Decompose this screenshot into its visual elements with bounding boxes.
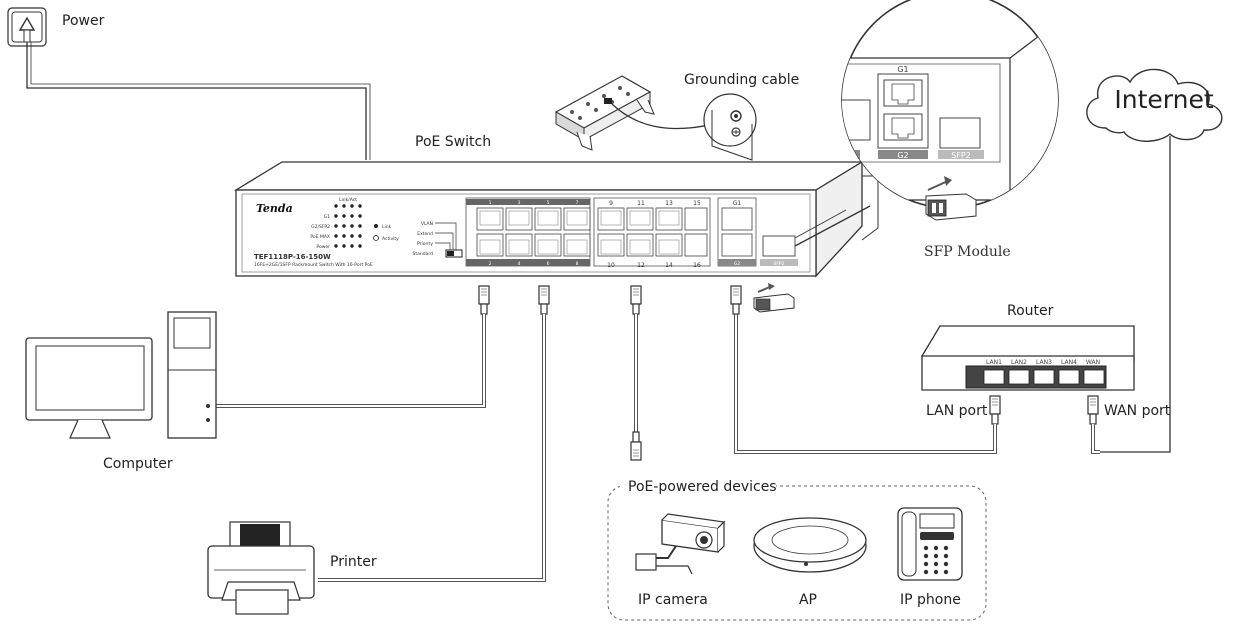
ap-label: AP [799, 592, 817, 608]
zoom-sfp2-label: SFP2 [951, 151, 971, 160]
mode-standard: Standard [413, 251, 434, 257]
svg-text:LAN1: LAN1 [986, 359, 1002, 366]
svg-text:5: 5 [547, 200, 550, 206]
grounding-bar-icon [554, 75, 655, 151]
ip-camera-icon [635, 513, 726, 575]
svg-text:16: 16 [693, 262, 701, 269]
internet-cable [1100, 136, 1171, 453]
sfp-module-icon [753, 283, 795, 313]
rj45-plug-icon [538, 285, 550, 315]
sfp-port-label: SFP2 [773, 261, 784, 267]
svg-text:13: 13 [665, 200, 673, 207]
power-outlet-icon [7, 7, 47, 47]
router-port-lan2[interactable] [1008, 369, 1030, 385]
computer-icon [25, 311, 217, 439]
computer-cable [216, 314, 486, 408]
sfp-port[interactable] [762, 235, 796, 257]
poe-switch: Tenda TEF1118P-16-150W 16FE+2GE/1SFP Rac… [233, 160, 879, 278]
rj45-port-grid[interactable] [476, 207, 708, 257]
mode-vlan: VLAN [421, 221, 433, 227]
port-numbers-bottom: 2 4 6 8 10 12 14 16 [489, 261, 701, 269]
rj45-plug-icon [478, 285, 490, 315]
power-label: Power [62, 13, 105, 29]
rj45-plug-icon [989, 395, 1001, 425]
poe-devices-group [607, 485, 987, 621]
rj45-plug-icon [1087, 395, 1099, 425]
svg-text:3: 3 [518, 200, 521, 206]
svg-text:LAN2: LAN2 [1011, 359, 1027, 366]
svg-text:10: 10 [607, 262, 615, 269]
svg-text:9: 9 [609, 200, 613, 207]
uplink-g1-label: G1 [733, 200, 742, 207]
svg-text:6: 6 [547, 261, 550, 267]
grounding-cable-label: Grounding cable [684, 72, 799, 88]
led-row-poe-max: PoE MAX [310, 234, 330, 240]
svg-text:7: 7 [576, 200, 579, 206]
mode-priority: Priority [417, 241, 433, 247]
printer-label: Printer [330, 554, 377, 570]
svg-text:1: 1 [489, 200, 492, 206]
status-led-grid [334, 204, 379, 248]
svg-text:8: 8 [576, 261, 579, 267]
led-row-g2sfp2: G2/SFP2 [311, 224, 330, 230]
ip-phone-icon [897, 507, 963, 581]
switch-description: 16FE+2GE/1SFP Rackmount Switch With 16-P… [254, 262, 373, 268]
zoom-edge-port-label: 6 [845, 151, 850, 160]
sfp-module-label: SFP Module [924, 244, 1011, 260]
computer-label: Computer [103, 456, 173, 472]
ip-camera-label: IP camera [638, 592, 708, 608]
switch-model: TEF1118P-16-150W [254, 253, 331, 261]
router-port-lan4[interactable] [1058, 369, 1080, 385]
router-label: Router [1007, 303, 1054, 319]
led-header: Link/Act [339, 197, 357, 203]
zoom-g2-label: G2 [897, 151, 908, 160]
printer-cable [318, 314, 546, 582]
poe-switch-label: PoE Switch [415, 134, 491, 150]
router-port-lan1[interactable] [983, 369, 1005, 385]
router-port-lan3[interactable] [1033, 369, 1055, 385]
svg-text:11: 11 [637, 200, 645, 207]
zoom-g1-label: G1 [897, 65, 908, 74]
switch-brand: Tenda [256, 202, 293, 215]
uplink-g2-label: G2 [734, 261, 740, 267]
mode-extend: Extend [417, 231, 433, 237]
svg-text:4: 4 [518, 261, 521, 267]
ip-phone-label: IP phone [900, 592, 961, 608]
poe-devices-label: PoE-powered devices [628, 479, 777, 495]
uplink-port-g1[interactable] [721, 207, 753, 231]
access-point-icon [753, 517, 867, 573]
led-row-g1: G1 [324, 214, 330, 220]
uplink-port-g2[interactable] [721, 233, 753, 257]
rj45-plug-icon [630, 431, 642, 461]
port-numbers-top: 1 3 5 7 9 11 13 15 [489, 200, 701, 207]
svg-text:15: 15 [693, 200, 701, 207]
rj45-plug-icon [730, 285, 742, 315]
power-cable [26, 42, 367, 160]
svg-text:LAN3: LAN3 [1036, 359, 1052, 366]
svg-text:LAN4: LAN4 [1061, 359, 1077, 366]
legend-activity: Activity [382, 236, 399, 242]
svg-text:2: 2 [489, 261, 492, 267]
router [920, 325, 1135, 391]
svg-text:WAN: WAN [1086, 359, 1100, 366]
svg-text:14: 14 [665, 262, 673, 269]
router-port-labels: LAN1 LAN2 LAN3 LAN4 WAN [986, 359, 1100, 366]
router-port-wan[interactable] [1083, 369, 1105, 385]
svg-text:12: 12 [637, 262, 645, 269]
rj45-plug-icon [630, 285, 642, 315]
internet-label: Internet [1114, 85, 1213, 114]
ground-terminal-icon [703, 93, 757, 161]
wan-port-label: WAN port [1104, 403, 1171, 419]
led-row-power: Power [316, 244, 330, 250]
lan-port-label: LAN port [926, 403, 988, 419]
legend-link: Link [382, 224, 392, 230]
sfp-module-icon [925, 176, 977, 221]
printer-icon [207, 521, 315, 615]
internet-cloud-icon [1086, 68, 1223, 142]
